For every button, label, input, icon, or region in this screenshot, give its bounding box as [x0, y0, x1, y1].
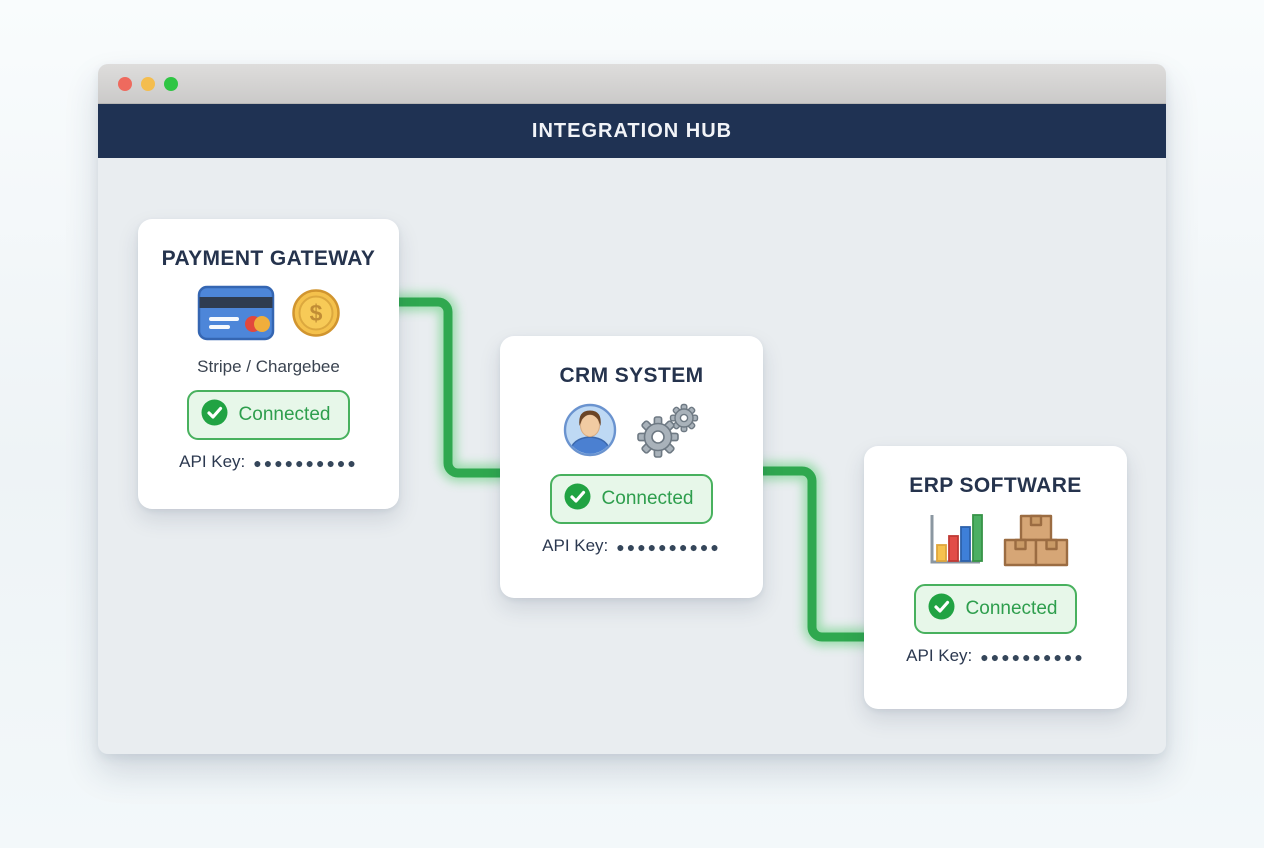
provider-label: Stripe / Chargebee — [197, 357, 340, 376]
card-erp-software[interactable]: ERP SOFTWARE — [864, 446, 1127, 709]
api-key-label: API Key: — [179, 452, 246, 471]
svg-text:$: $ — [309, 300, 322, 326]
bar-chart-icon — [922, 511, 986, 574]
status-badge[interactable]: Connected — [186, 390, 351, 440]
card-icons: $ — [197, 285, 341, 346]
api-key-label: API Key: — [906, 646, 973, 665]
integration-canvas: PAYMENT GATEWAY $ — [98, 158, 1166, 753]
api-key-masked-value: ●●●●●●●●●● — [253, 455, 358, 471]
card-icons — [563, 403, 701, 461]
card-crm-system[interactable]: CRM SYSTEM — [500, 336, 763, 598]
check-circle-icon — [201, 399, 228, 431]
status-label: Connected — [238, 404, 331, 425]
page-title: INTEGRATION HUB — [531, 119, 733, 142]
credit-card-icon — [197, 285, 275, 346]
dollar-coin-icon: $ — [291, 288, 341, 343]
minimize-button[interactable] — [141, 76, 155, 91]
card-title: CRM SYSTEM — [559, 364, 704, 387]
api-key-row: API Key: ●●●●●●●●●● — [179, 452, 358, 472]
api-key-row: API Key: ●●●●●●●●●● — [542, 536, 721, 556]
user-avatar-icon — [563, 403, 617, 462]
gears-icon — [633, 401, 701, 464]
api-key-row: API Key: ●●●●●●●●●● — [906, 646, 1085, 666]
connector-crm-to-erp — [754, 462, 873, 646]
status-label: Connected — [601, 488, 694, 509]
close-button[interactable] — [118, 76, 132, 91]
app-window: INTEGRATION HUB PAYMENT GATEWAY — [98, 64, 1166, 754]
status-badge[interactable]: Connected — [549, 474, 714, 524]
card-title: ERP SOFTWARE — [909, 474, 1082, 497]
check-circle-icon — [564, 483, 591, 515]
boxes-icon — [1002, 511, 1070, 574]
status-label: Connected — [965, 598, 1058, 619]
api-key-masked-value: ●●●●●●●●●● — [616, 539, 721, 555]
card-payment-gateway[interactable]: PAYMENT GATEWAY $ — [138, 219, 399, 509]
api-key-masked-value: ●●●●●●●●●● — [980, 649, 1085, 665]
status-badge[interactable]: Connected — [913, 584, 1078, 634]
connector-payment-to-crm — [390, 293, 509, 482]
zoom-button[interactable] — [164, 76, 178, 91]
window-titlebar — [98, 64, 1166, 104]
card-title: PAYMENT GATEWAY — [161, 247, 376, 270]
api-key-label: API Key: — [542, 536, 609, 555]
card-icons — [922, 513, 1070, 571]
traffic-lights — [118, 76, 178, 91]
connection-lines — [390, 293, 873, 646]
app-header: INTEGRATION HUB — [98, 104, 1166, 158]
check-circle-icon — [928, 593, 955, 625]
